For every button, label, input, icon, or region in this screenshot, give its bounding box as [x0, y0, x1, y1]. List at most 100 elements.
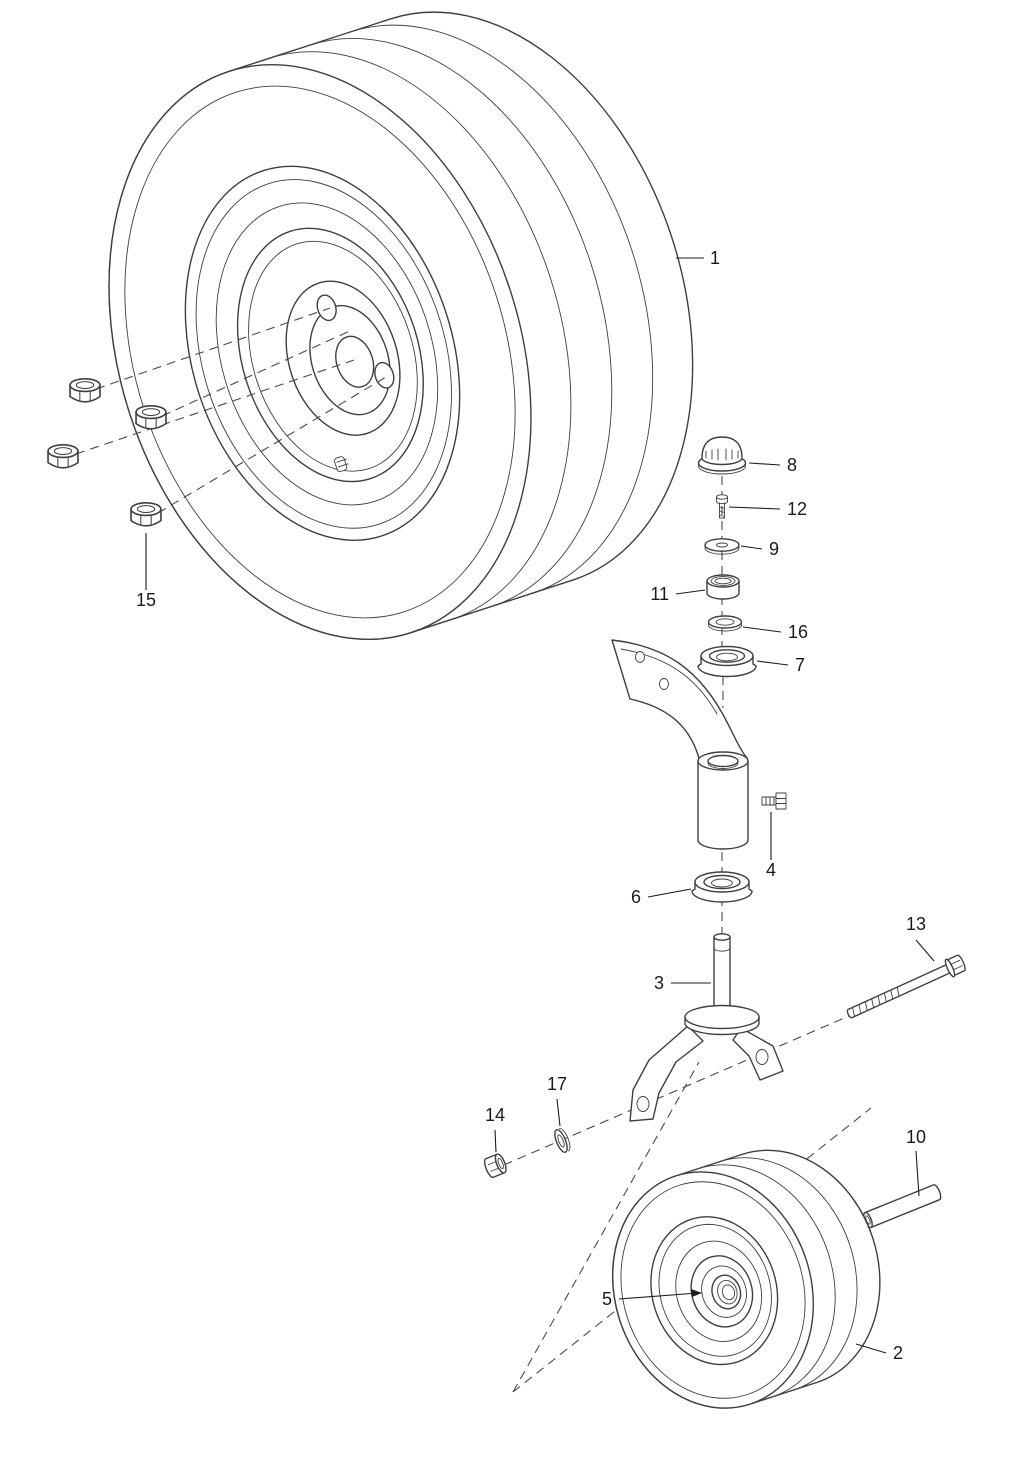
race-bore	[714, 577, 732, 585]
caster-fork	[629, 1004, 784, 1122]
set-bolt	[761, 792, 787, 810]
tire-tread-contour	[697, 1164, 836, 1398]
axle-nut	[483, 1153, 507, 1178]
leader-line	[915, 939, 935, 962]
callout-11: 11	[650, 584, 706, 604]
rim-ring-inner	[248, 240, 418, 472]
spindle-groove	[713, 947, 731, 952]
bolt-threads	[852, 986, 900, 1017]
leader-line	[915, 1150, 920, 1197]
fork-axle-hole	[755, 1049, 769, 1065]
callout-17: 17	[547, 1074, 567, 1127]
fork-leg-left	[629, 1025, 704, 1122]
washer-hole	[716, 542, 728, 548]
upper-bearing	[697, 645, 757, 678]
bearing-ring	[703, 874, 741, 890]
cap-knurl	[705, 448, 739, 461]
callout-label-10: 10	[906, 1127, 926, 1147]
callout-label-17: 17	[547, 1074, 567, 1094]
alignment-line	[75, 359, 355, 455]
axle-axis-line	[489, 1015, 850, 1172]
hub-bore	[721, 1284, 736, 1301]
callout-8: 8	[748, 455, 797, 475]
hub-cap	[711, 1274, 742, 1310]
callout-1: 1	[676, 248, 720, 268]
callout-label-7: 7	[795, 655, 805, 675]
washer-face	[704, 538, 740, 552]
alignment-line	[161, 329, 353, 417]
lug-nut	[130, 501, 162, 527]
spindle	[699, 933, 745, 1018]
tube-bore-depth	[707, 762, 739, 769]
callout-14: 14	[485, 1105, 505, 1153]
dust-cap	[697, 436, 747, 475]
valve-detail	[336, 458, 349, 468]
axle-washer	[554, 1128, 571, 1153]
leader-line	[748, 462, 781, 466]
screw-head-top	[716, 494, 728, 500]
leader-line	[855, 1343, 887, 1354]
callout-label-6: 6	[631, 887, 641, 907]
leader-line	[742, 626, 782, 633]
callout-label-9: 9	[769, 539, 779, 559]
alignment-line	[95, 307, 331, 390]
cap-flange-edge	[698, 462, 746, 475]
bearing-bore	[716, 652, 738, 662]
arm-hole	[659, 678, 669, 690]
callout-6: 6	[631, 887, 692, 907]
screw-threads	[719, 506, 725, 517]
leader-line	[675, 589, 706, 595]
callout-label-1: 1	[710, 248, 720, 268]
callout-12: 12	[728, 499, 807, 519]
leader-line	[556, 1098, 561, 1127]
leader-line	[740, 545, 763, 550]
bearing-race	[706, 574, 740, 600]
lower-bearing	[691, 871, 753, 903]
tube-bore	[707, 754, 739, 768]
callout-label-8: 8	[787, 455, 797, 475]
axle-bolt	[846, 954, 966, 1019]
callout-15: 15	[136, 533, 156, 610]
bolt-flange	[944, 958, 956, 978]
callout-10: 10	[906, 1127, 926, 1197]
lug-nut	[47, 443, 79, 469]
tire-sidewall-ring	[620, 1181, 806, 1399]
arm-bend-line	[620, 648, 718, 715]
bolt-head	[945, 954, 966, 977]
lug-nut	[135, 404, 167, 430]
tube-body	[697, 760, 749, 850]
washer-thin	[707, 615, 743, 632]
callout-label-12: 12	[787, 499, 807, 519]
washer-hole	[715, 618, 735, 626]
hub-ring	[701, 1265, 747, 1318]
tire-tread-contour	[719, 1157, 858, 1391]
washer-top	[704, 538, 740, 555]
washer-face	[554, 1129, 568, 1153]
lug-hole	[316, 294, 337, 322]
leader-line	[618, 1292, 699, 1300]
callout-label-13: 13	[906, 914, 926, 934]
hub-bearing	[717, 1279, 738, 1305]
callout-7: 7	[756, 655, 805, 675]
rim-ring-mid	[236, 227, 424, 483]
bolt-head	[775, 792, 787, 810]
valve-stem	[334, 456, 349, 472]
leader-line	[756, 660, 789, 666]
cap-dome	[701, 436, 743, 466]
leader-line	[647, 888, 692, 898]
callouts: 1 8 12 9 11 16 7 4	[136, 248, 935, 1363]
lug-nut	[69, 377, 101, 403]
callout-5: 5	[602, 1289, 702, 1309]
caster-tube	[697, 751, 749, 850]
callout-label-3: 3	[654, 973, 664, 993]
tire-bead-outer	[184, 165, 461, 541]
arm-outline	[611, 639, 748, 763]
callout-9: 9	[740, 539, 779, 559]
leader-line	[728, 506, 781, 510]
arm-hole	[635, 651, 645, 663]
bolt-threads	[765, 796, 775, 806]
rim-slope	[675, 1240, 763, 1342]
lug-hole	[374, 361, 395, 389]
washer-face	[707, 615, 743, 629]
